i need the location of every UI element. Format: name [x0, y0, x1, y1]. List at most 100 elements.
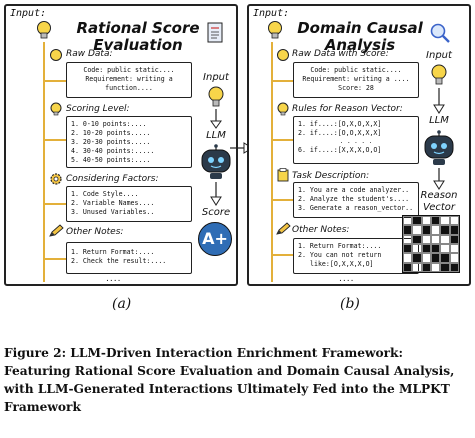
grid-cell [449, 234, 459, 244]
other-notes-box: 1. Return Format:.... 2. Check the resul… [66, 242, 192, 274]
grid-cell [430, 253, 441, 263]
raw-data-line: Code: public static.... [310, 66, 402, 74]
grid-cell [421, 262, 431, 272]
grid-cell [449, 253, 459, 263]
grade-badge: A+ [198, 222, 232, 256]
continuation-dots: .... [106, 274, 122, 284]
down-arrow-icon [210, 109, 222, 129]
reason-vector-label-line-1: Reason [420, 190, 458, 201]
other-notes-label: Other Notes: [66, 227, 124, 237]
circle-bullet-icon [50, 49, 62, 61]
scoring-line: 3. 20-30 points..... [71, 138, 151, 146]
rule-line: 6. if....:[X,X,X,O,O] [298, 146, 382, 154]
input-tag: Input: [253, 8, 290, 19]
scoring-line: 1. 0-10 points:.... [71, 120, 147, 128]
raw-data-line: function.... [105, 84, 153, 92]
grid-cell [421, 253, 431, 263]
grid-cell [412, 253, 422, 263]
factor-line: 3. Unused Variables.. [71, 208, 155, 216]
input-label: Input [203, 72, 229, 83]
raw-data-label: Raw Data with Score: [292, 49, 389, 59]
reason-vector-label: Reason Vector [415, 190, 463, 214]
note-line: 1. Return Format:.... [71, 248, 155, 256]
note-line: 2. Check the result:.... [71, 257, 167, 265]
down-arrow-icon [210, 182, 222, 206]
grid-cell [403, 243, 413, 254]
lightbulb-icon [50, 102, 62, 116]
raw-data-line: Requirement: writing a .... [302, 75, 410, 83]
connector [44, 80, 66, 82]
panel-title: Domain Causal Analysis [285, 20, 435, 54]
task-line: 3. Generate a reason_vector... [298, 204, 414, 212]
considering-factors-label: Considering Factors: [66, 174, 159, 184]
grid-cell [412, 243, 422, 254]
clipboard-icon [277, 168, 289, 182]
lightbulb-icon [431, 64, 447, 85]
grid-cell [440, 243, 450, 254]
llm-label: LLM [429, 115, 449, 126]
reason-vector-label-line-2: Vector [422, 202, 456, 213]
lightbulb-icon [277, 102, 289, 116]
connector [44, 258, 66, 260]
factor-line: 1. Code Style.... [71, 190, 139, 198]
scoring-level-box: 1. 0-10 points:.... 2. 10-20 points.....… [66, 116, 192, 168]
grid-cell [403, 262, 413, 272]
grid-cell [412, 216, 422, 226]
magnifier-icon [430, 23, 450, 43]
input-tag: Input: [10, 8, 47, 19]
raw-data-box: Code: public static.... Requirement: wri… [293, 62, 419, 98]
continuation-dots: .... [339, 274, 355, 284]
lightbulb-icon [37, 21, 51, 39]
llm-label: LLM [206, 130, 226, 141]
connector [272, 80, 294, 82]
document-icon [207, 22, 223, 43]
task-description-label: Task Description: [292, 171, 370, 181]
grid-cell [430, 262, 441, 272]
grid-cell [421, 216, 431, 226]
considering-factors-box: 1. Code Style.... 2. Variable Names.... … [66, 186, 192, 222]
task-line: 1. You are a code analyzer.. [298, 186, 410, 194]
raw-data-label: Raw Data: [66, 49, 113, 59]
grid-cell [430, 225, 441, 235]
grid-cell [403, 234, 413, 244]
task-line: 2. Analyze the student's.... [298, 195, 410, 203]
panel-title-line-1: Domain Causal [297, 19, 423, 37]
raw-data-line: Score: 28 [338, 84, 374, 92]
grid-cell [440, 225, 450, 235]
panel-title-line-1: Rational Score [76, 19, 200, 37]
grid-cell [440, 234, 450, 244]
other-notes-label: Other Notes: [292, 225, 350, 235]
raw-data-line: Requirement: writing a [85, 75, 173, 83]
grid-cell [449, 225, 459, 235]
connector [272, 254, 294, 256]
grid-cell [430, 216, 441, 226]
panel-title-line-2: Analysis [324, 36, 396, 54]
grid-cell [421, 234, 431, 244]
panel-rational-score-evaluation: Input: Rational Score Evaluation Raw Dat… [4, 4, 238, 286]
input-label: Input [426, 50, 452, 61]
note-line: 2. You can not return [298, 251, 382, 259]
grid-cell [440, 253, 450, 263]
grid-cell [403, 216, 413, 226]
other-notes-box: 1. Return Format:.... 2. You can not ret… [293, 238, 419, 274]
figure-caption: Figure 2: LLM-Driven Interaction Enrichm… [4, 346, 455, 414]
rule-line: 1. if....:[O,X,O,X,X] [298, 120, 382, 128]
connector [44, 139, 66, 141]
lightbulb-icon [208, 86, 224, 107]
connector [272, 199, 294, 201]
down-arrow-icon [433, 88, 445, 114]
gear-icon [50, 173, 62, 185]
panel-title-line-2: Evaluation [93, 36, 183, 54]
robot-icon [424, 130, 454, 165]
grid-cell [449, 262, 459, 272]
task-description-box: 1. You are a code analyzer.. 2. Analyze … [293, 182, 419, 218]
reason-vector-grid [402, 215, 460, 273]
grid-cell [440, 216, 450, 226]
panel-title: Rational Score Evaluation [68, 20, 208, 54]
rules-label: Rules for Reason Vector: [292, 104, 403, 114]
grid-cell [403, 225, 413, 235]
grid-cell [440, 262, 450, 272]
pencil-icon [276, 222, 291, 235]
score-label: Score [201, 207, 231, 218]
subfigure-label-b: (b) [340, 296, 360, 312]
